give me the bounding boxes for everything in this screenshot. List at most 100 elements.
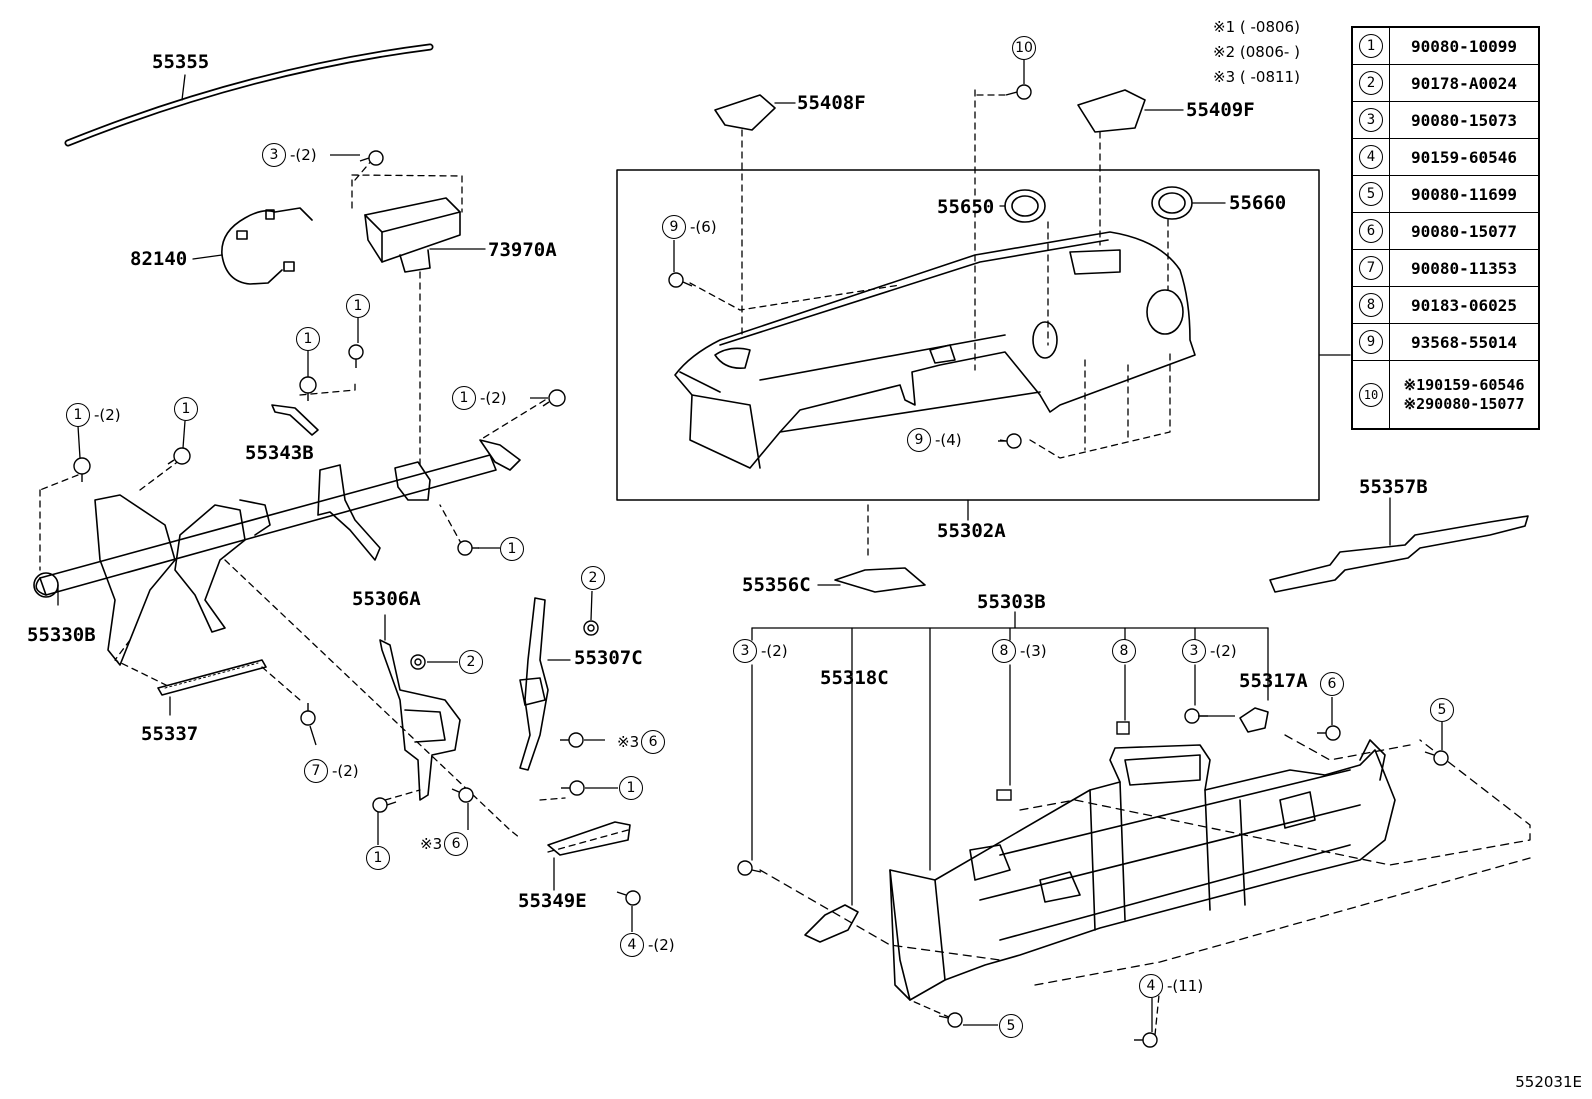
legend-index: 2 [1353, 65, 1390, 101]
callout-1-a: 1 [346, 294, 370, 318]
quantity: -(2) [761, 641, 788, 660]
diagram-reference-code: 552031E [1515, 1073, 1582, 1091]
callout-2-a: 2 [581, 566, 605, 590]
circled-number: 9 [662, 215, 686, 239]
circled-number: 1 [1359, 34, 1383, 58]
callout-4-a: 4-(2) [620, 933, 675, 957]
circled-number: 7 [1359, 256, 1383, 280]
legend-note-3: ※3 ( -0811) [1213, 68, 1300, 86]
defroster-moulding-strip [64, 43, 434, 147]
callout-8-a: 8-(3) [992, 639, 1047, 663]
part-label-73970A: 73970A [488, 239, 557, 261]
bracket-55349E [547, 821, 631, 891]
part-number: ※290080-15077 [1403, 394, 1525, 413]
callout-1-c: 1-(2) [66, 403, 121, 427]
part-label-55660: 55660 [1229, 192, 1287, 214]
legend-row: 8 90183-06025 [1353, 287, 1538, 324]
legend-part: 90178-A0024 [1390, 65, 1538, 101]
circled-number: 3 [733, 639, 757, 663]
callout-3-b: 3-(2) [733, 639, 788, 663]
part-number: 90080-11353 [1411, 258, 1517, 278]
part-number: 90159-60546 [1411, 147, 1517, 167]
circled-number: 1 [500, 537, 524, 561]
legend-index: 3 [1353, 102, 1390, 138]
part-label-55307C: 55307C [574, 647, 643, 669]
circled-number: 9 [907, 428, 931, 452]
legend-row: 4 90159-60546 [1353, 139, 1538, 176]
part-number: 90080-11699 [1411, 184, 1517, 204]
callout-1-f: 1 [500, 537, 524, 561]
bolt-icon [167, 447, 191, 465]
lower-panel-leader-lines [751, 611, 1269, 906]
legend-row: 9 93568-55014 [1353, 324, 1538, 361]
callout-1-g: 1 [619, 776, 643, 800]
part-label-55409F: 55409F [1186, 99, 1255, 121]
bolt-icon [300, 703, 316, 726]
legend-index: 6 [1353, 213, 1390, 249]
callout-1-e: 1-(2) [452, 386, 507, 410]
bolt-icon [668, 272, 693, 288]
part-label-55355: 55355 [152, 51, 210, 73]
upper-panel-group-box [616, 169, 1320, 521]
quantity: -(3) [1020, 641, 1047, 660]
vent-55650 [999, 189, 1049, 346]
legend-index: 1 [1353, 28, 1390, 64]
callout-9-b: 9-(4) [907, 428, 962, 452]
circled-number: 6 [641, 730, 666, 754]
callout-3-top: 3-(2) [262, 143, 317, 167]
circled-number: 5 [1430, 698, 1454, 722]
bolt-icon [1424, 750, 1449, 766]
bolt-icon [938, 1012, 963, 1028]
part-label-55356C: 55356C [742, 574, 811, 596]
fasteners [73, 84, 1449, 1048]
part-number: ※190159-60546 [1403, 375, 1525, 394]
part-label-82140: 82140 [130, 248, 188, 270]
control-module-box [351, 174, 486, 466]
circled-number: 2 [581, 566, 605, 590]
bolt-icon [1317, 725, 1341, 741]
callout-4-b: 4-(11) [1139, 974, 1203, 998]
callout-2-b: 2 [459, 650, 483, 674]
callout-1-b: 1 [296, 327, 320, 351]
circled-number: 9 [1359, 330, 1383, 354]
circled-number: 3 [1182, 639, 1206, 663]
defroster-grille-left [714, 94, 796, 339]
clip-icon [996, 789, 1012, 801]
circled-number: 7 [304, 759, 328, 783]
bolt-icon [561, 780, 585, 796]
circled-number: 8 [992, 639, 1016, 663]
circled-number: 6 [1359, 219, 1383, 243]
legend-note-1: ※1 ( -0806) [1213, 18, 1300, 36]
part-label-55408F: 55408F [797, 92, 866, 114]
legend-row: 7 90080-11353 [1353, 250, 1538, 287]
legend-part: 90159-60546 [1390, 139, 1538, 175]
bolt-icon [542, 389, 566, 407]
part-number: 93568-55014 [1411, 332, 1517, 352]
quantity: -(2) [648, 935, 675, 954]
quantity: -(2) [332, 761, 359, 780]
circled-number: 2 [459, 650, 483, 674]
part-label-55318C: 55318C [820, 667, 889, 689]
circled-number: 4 [1139, 974, 1163, 998]
nut-icon [583, 620, 599, 636]
legend-part: 90080-11353 [1390, 250, 1538, 286]
part-number: 90178-A0024 [1411, 73, 1517, 93]
legend-row: 5 90080-11699 [1353, 176, 1538, 213]
bolt-icon [372, 797, 397, 813]
circled-number: 5 [999, 1014, 1023, 1038]
part-label-55650: 55650 [937, 196, 995, 218]
bolt-icon [560, 732, 584, 748]
lower-dashboard-panel [889, 739, 1396, 1001]
legend-row: 2 90178-A0024 [1353, 65, 1538, 102]
legend-part: 90183-06025 [1390, 287, 1538, 323]
steering-support-beam [33, 439, 521, 839]
circled-number: 10 [1359, 382, 1383, 407]
bolt-icon [299, 376, 317, 401]
circled-number: 8 [1112, 639, 1136, 663]
pad-55356C [817, 504, 926, 593]
legend-part: 90080-15073 [1390, 102, 1538, 138]
bolt-icon [616, 890, 641, 906]
callout-7-a: 7-(2) [304, 759, 359, 783]
quantity: -(11) [1167, 976, 1204, 995]
